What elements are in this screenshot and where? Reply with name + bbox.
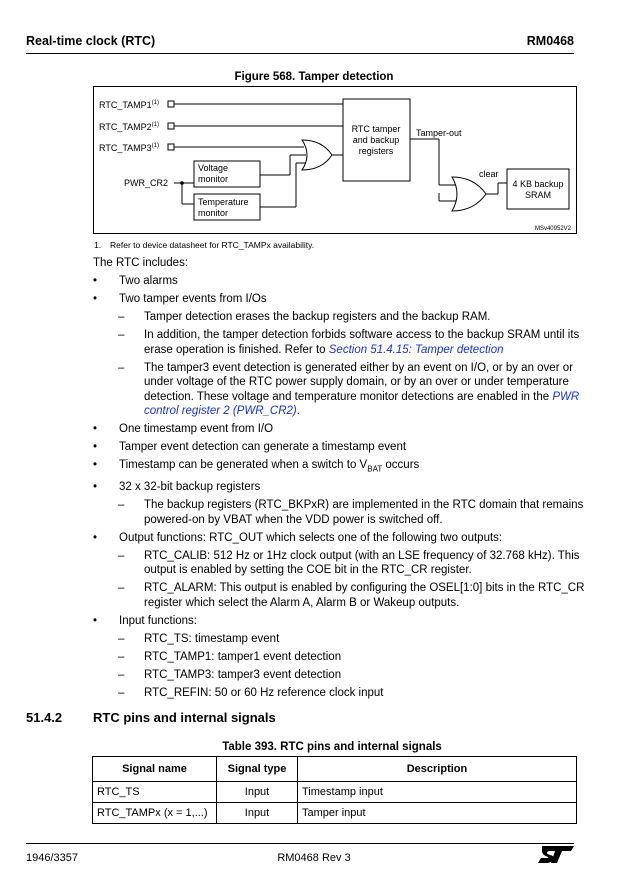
voltage-monitor-label-2: monitor: [198, 174, 228, 184]
input-label-tamp1: RTC_TAMP1(1): [99, 100, 159, 110]
list-item: •One timestamp event from I/O: [93, 423, 274, 435]
header-section-title: Real-time clock (RTC): [26, 34, 156, 48]
backup-registers-block: [342, 98, 411, 182]
sub-list-item: –RTC_CALIB: 512 Hz or 1Hz clock output (…: [118, 549, 580, 577]
input-label-tamp3: RTC_TAMP3(1): [99, 143, 159, 153]
or-gate-tamper3: [301, 139, 333, 171]
column-header: Signal type: [216, 756, 298, 782]
list-item: •Two tamper events from I/Os: [93, 293, 267, 305]
section-number: 51.4.2: [26, 710, 63, 725]
pin-tamp3: [167, 143, 175, 151]
sub-list-item: –The tamper3 event detection is generate…: [118, 361, 580, 418]
dash: –: [118, 329, 125, 341]
footer-rule: [26, 843, 574, 844]
sub-list-item: –RTC_TS: timestamp event: [118, 632, 280, 645]
table-cell: Tamper input: [297, 802, 577, 824]
list-item: •Timestamp can be generated when a switc…: [93, 459, 420, 474]
bullet: •: [93, 275, 98, 287]
bullet: •: [93, 481, 98, 494]
dash: –: [118, 549, 125, 562]
column-header: Description: [297, 756, 577, 782]
backup-regs-label-1: RTC tamper: [352, 124, 401, 134]
pin-tamp1: [167, 100, 175, 108]
table-row: RTC_TS Input Timestamp input: [92, 781, 577, 803]
list-item: •32 x 32-bit backup registers: [93, 481, 261, 494]
dash: –: [118, 361, 125, 374]
list-item: •Tamper event detection can generate a t…: [93, 441, 407, 453]
table-cell: Input: [216, 802, 298, 824]
header-rule: [26, 53, 574, 54]
figure-note: 1. Refer to device datasheet for RTC_TAMP…: [94, 240, 314, 250]
table-cell: Input: [216, 781, 298, 803]
sub-list-item: –RTC_REFIN: 50 or 60 Hz reference clock …: [118, 686, 384, 699]
doc-revision: RM0468 Rev 3: [277, 852, 351, 864]
list-item: •Input functions:: [93, 614, 197, 627]
sub-list-item: –RTC_TAMP1: tamper1 event detection: [118, 650, 342, 663]
note-number: 1.: [94, 240, 102, 250]
backup-regs-label-3: registers: [359, 146, 394, 156]
sub-list-item: –The backup registers (RTC_BKPxR) are im…: [118, 499, 584, 526]
table-cell: Timestamp input: [297, 781, 577, 803]
dash: –: [118, 582, 125, 595]
tamper-out-label: Tamper-out: [416, 128, 462, 138]
dash: –: [118, 686, 125, 699]
backup-regs-label-2: and backup: [353, 135, 400, 145]
sub-list-item: –RTC_ALARM: This output is enabled by co…: [118, 582, 585, 609]
backup-sram-block: [506, 168, 570, 210]
table-row: RTC_TAMPx (x = 1,...) Input Tamper input: [92, 802, 577, 824]
dash: –: [118, 499, 125, 512]
pin-tamp2: [167, 122, 175, 130]
bullet: •: [93, 293, 98, 305]
column-header: Signal name: [92, 756, 217, 782]
temperature-monitor-label-1: Temperature: [198, 197, 249, 207]
sub-list-item: –RTC_TAMP3: tamper3 event detection: [118, 668, 342, 681]
table-header-row: Signal name Signal type Description: [92, 756, 577, 782]
dash: –: [118, 650, 125, 663]
or-gate-clear: [451, 176, 487, 212]
list-item: •Two alarms: [93, 275, 178, 287]
temperature-monitor-label-2: monitor: [198, 208, 228, 218]
sub-list-item: –Tamper detection erases the backup regi…: [118, 311, 491, 323]
voltage-monitor-label-1: Voltage: [198, 163, 228, 173]
bullet: •: [93, 531, 98, 544]
sub-list-item: –In addition, the tamper detection forbi…: [118, 329, 580, 356]
bullet: •: [93, 614, 98, 627]
pwr-cr2-label: PWR_CR2: [124, 178, 168, 188]
table-title: Table 393. RTC pins and internal signals: [222, 741, 442, 753]
header-doc-id: RM0468: [526, 34, 574, 48]
sram-label-2: SRAM: [525, 190, 551, 200]
section-title: RTC pins and internal signals: [93, 710, 276, 725]
signals-table: Signal name Signal type Description RTC_…: [92, 756, 577, 824]
pwr-cr2-link[interactable]: PWR control register 2 (PWR_CR2): [144, 390, 580, 418]
st-logo-icon: [538, 843, 576, 870]
sram-label-1: 4 KB backup: [512, 179, 563, 189]
table-cell: RTC_TS: [92, 781, 217, 803]
tamper-detection-link[interactable]: Section 51.4.15: Tamper detection: [328, 343, 504, 356]
figure-title: Figure 568. Tamper detection: [234, 71, 394, 83]
voltage-monitor-block: [193, 160, 261, 188]
bullet: •: [93, 423, 98, 435]
list-item: •Output functions: RTC_OUT which selects…: [93, 531, 503, 544]
dash: –: [118, 668, 125, 681]
page-number: 1946/3357: [26, 852, 78, 864]
dash: –: [118, 632, 125, 645]
figure-reference: MSv40952V2: [535, 226, 572, 232]
clear-label: clear: [479, 169, 499, 179]
dash: –: [118, 311, 125, 323]
intro-text: The RTC includes:: [93, 257, 189, 269]
tamper-detection-diagram: RTC_TAMP1(1) RTC_TAMP2(1) RTC_TAMP3(1) P…: [93, 86, 577, 234]
rtc-features: The RTC includes: •Two alarms •Two tampe…: [93, 256, 593, 700]
bullet: •: [93, 441, 98, 453]
bullet: •: [93, 459, 98, 471]
note-text: Refer to device datasheet for RTC_TAMPx …: [110, 240, 315, 250]
input-label-tamp2: RTC_TAMP2(1): [99, 122, 159, 132]
table-cell: RTC_TAMPx (x = 1,...): [92, 802, 217, 824]
